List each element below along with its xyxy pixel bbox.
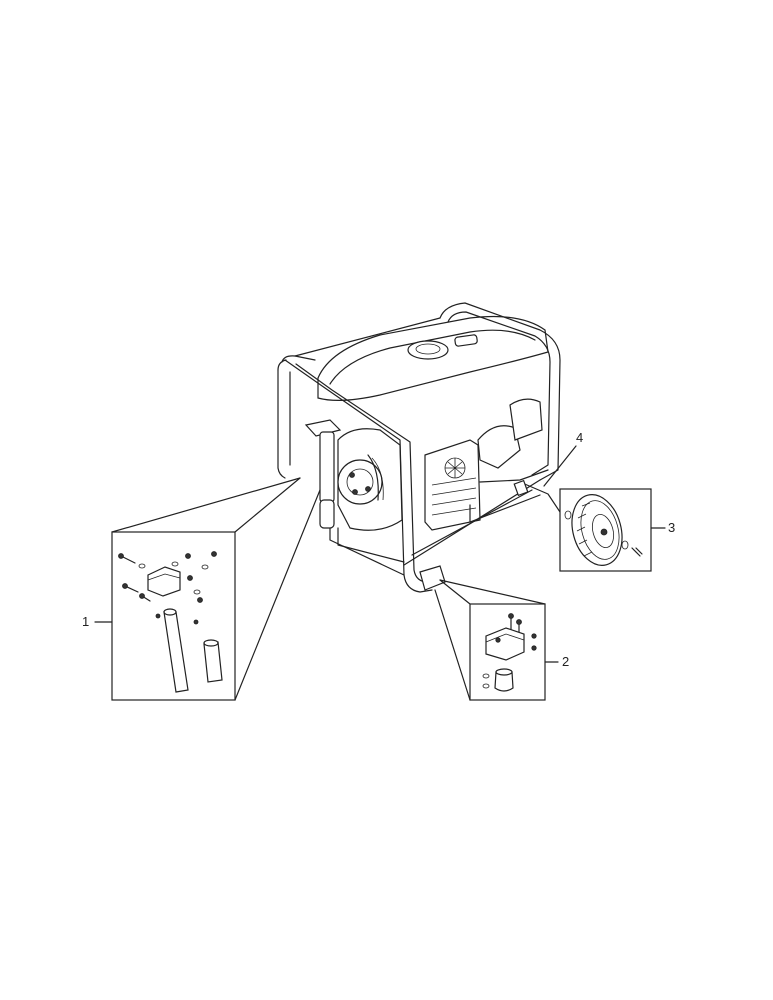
generator-unit bbox=[277, 302, 561, 593]
fuel-cap-icon bbox=[407, 340, 449, 360]
nut-icon bbox=[495, 633, 537, 651]
handle-grip bbox=[203, 639, 223, 683]
callout-3: 3 bbox=[668, 520, 675, 535]
washer-icon bbox=[138, 561, 209, 595]
nut-icon bbox=[155, 551, 217, 625]
callout-4: 4 bbox=[576, 430, 583, 445]
wheel bbox=[571, 494, 623, 566]
handle-kit-panel: 1 bbox=[82, 477, 321, 701]
washer-icon bbox=[482, 673, 490, 689]
washer-icon bbox=[564, 510, 629, 550]
axle-callout: 4 bbox=[543, 430, 583, 487]
pin-icon bbox=[631, 547, 643, 557]
foot-mount-panel: 2 bbox=[434, 579, 569, 701]
rubber-foot bbox=[494, 668, 514, 692]
wheel-panel: 3 bbox=[559, 488, 675, 572]
callout-2: 2 bbox=[562, 654, 569, 669]
foot-bracket bbox=[485, 627, 525, 661]
handle-tube bbox=[163, 608, 189, 693]
callout-1: 1 bbox=[82, 614, 89, 629]
handle-bracket bbox=[147, 566, 181, 597]
bolt-icon bbox=[118, 553, 151, 602]
